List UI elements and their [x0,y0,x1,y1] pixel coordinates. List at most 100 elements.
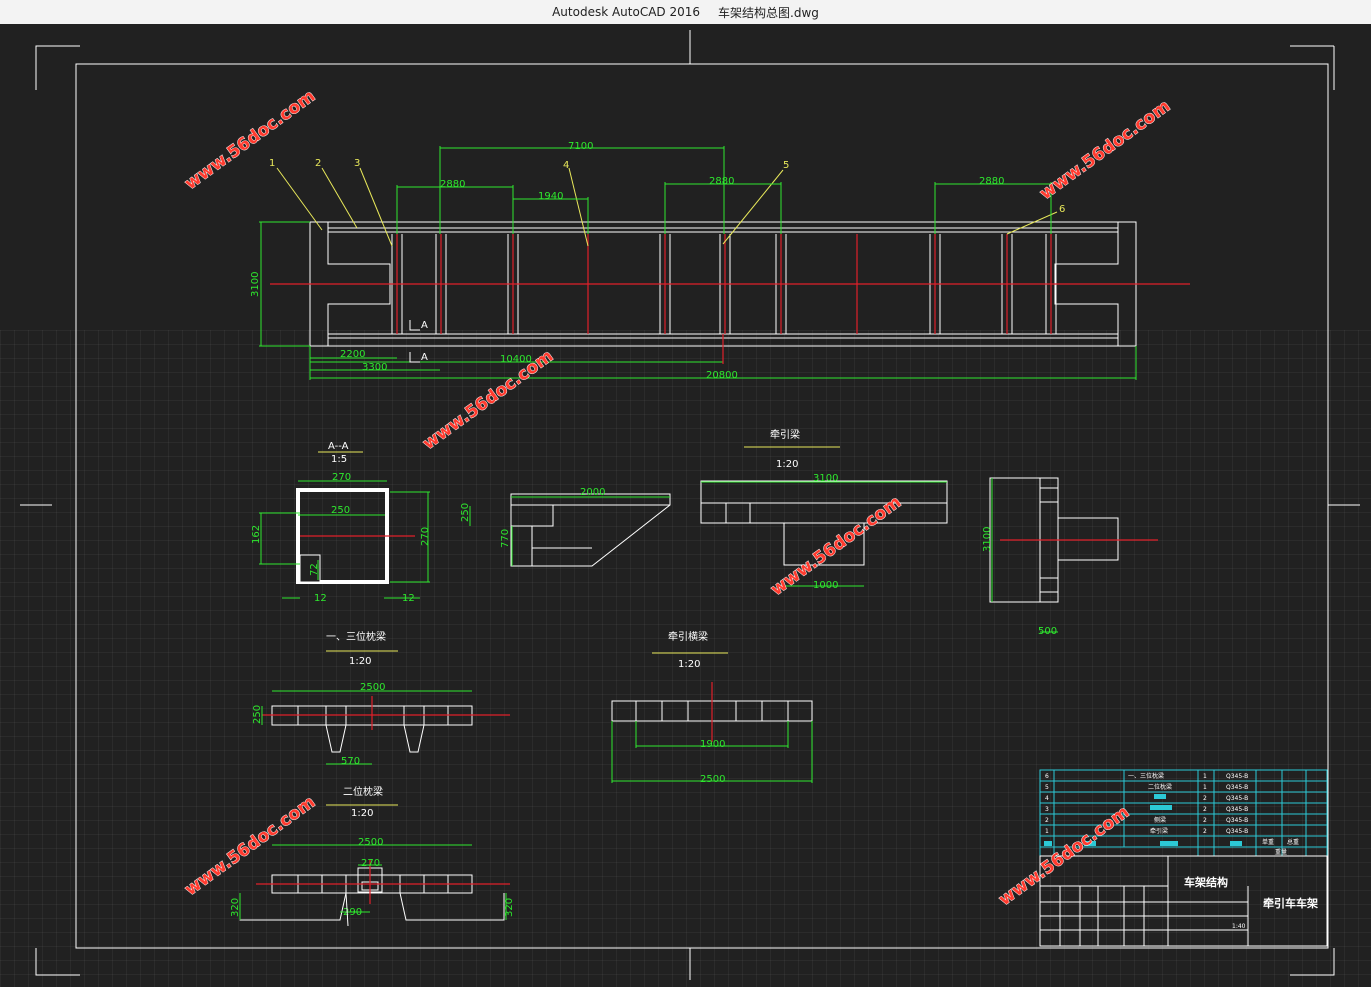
svg-text:320: 320 [230,898,241,917]
callout-6: 6 [1059,204,1065,215]
drawing-canvas[interactable]: 1 2 3 4 5 6 7100 2880 1940 2880 [0,24,1371,987]
dim-2200: 2200 [340,349,365,360]
svg-text:2: 2 [1203,806,1207,813]
svg-text:2500: 2500 [700,774,725,785]
bolster-13-view[interactable]: 一、三位枕梁 1:20 2500 250 570 [252,630,510,767]
svg-text:500: 500 [1038,626,1057,637]
svg-text:1900: 1900 [700,739,725,750]
svg-text:3100: 3100 [982,527,993,552]
watermarks: www.56doc.com www.56doc.com www.56doc.co… [181,86,1175,911]
svg-text:1: 1 [1203,784,1207,791]
section-aa-view[interactable]: A--A 1:5 270 250 270 162 72 12 12 [251,441,431,604]
svg-text:Q345-B: Q345-B [1226,795,1248,802]
dim-10400: 10400 [500,354,532,365]
section-aa-scale: 1:5 [331,454,347,465]
bom-table[interactable]: 6 一、三位枕梁 1 Q345-B 5 二位枕梁 1 Q345-B 4 2 Q3… [1039,769,1328,857]
svg-text:270: 270 [332,472,351,483]
svg-text:Q345-B: Q345-B [1226,817,1248,824]
callout-4: 4 [563,160,569,171]
svg-text:Q345-B: Q345-B [1226,828,1248,835]
svg-text:2500: 2500 [358,837,383,848]
side-beam-view[interactable]: 2000 250 770 [460,487,671,567]
dim-20800: 20800 [706,370,738,381]
svg-text:2000: 2000 [580,487,605,498]
traction-cross-view[interactable]: 牵引横梁 1:20 1900 2500 [611,630,813,785]
svg-text:270: 270 [420,527,431,546]
dim-1940: 1940 [538,191,563,202]
svg-text:1:20: 1:20 [678,659,700,670]
svg-text:侧梁: 侧梁 [1154,816,1166,824]
svg-text:二位枕梁: 二位枕梁 [1148,783,1172,791]
bom-row-6-name: 一、三位枕梁 [1128,772,1164,780]
traction-beam-title: 牵引梁 [770,428,800,441]
dim-3300: 3300 [362,362,387,373]
bom-header-total: 总重 [1287,838,1299,846]
drawing-svg[interactable]: 1 2 3 4 5 6 7100 2880 1940 2880 [0,24,1371,987]
svg-text:12: 12 [314,593,327,604]
title-block[interactable]: 车架结构 牵引车车架 1:40 [1039,855,1328,947]
svg-text:162: 162 [251,525,262,544]
main-plan-view[interactable]: 1 2 3 4 5 6 7100 2880 1940 2880 [250,141,1190,381]
svg-text:290: 290 [343,907,362,918]
svg-text:A: A [421,352,428,363]
svg-text:72: 72 [309,563,320,576]
svg-text:770: 770 [500,529,511,548]
svg-text:Q345-B: Q345-B [1226,806,1248,813]
svg-text:3: 3 [1045,806,1049,813]
svg-text:1: 1 [1045,828,1049,835]
main-dimensions: 7100 2880 1940 2880 2880 3100 2200 1 [250,141,1137,381]
callout-2: 2 [315,158,321,169]
drawing-title: 车架结构 [1184,875,1228,889]
svg-text:1:20: 1:20 [349,656,371,667]
svg-text:1:20: 1:20 [776,459,798,470]
product-name: 牵引车车架 [1263,896,1318,910]
svg-text:1: 1 [1203,773,1207,780]
dim-3100: 3100 [250,272,261,297]
svg-text:2: 2 [1203,828,1207,835]
svg-text:3100: 3100 [813,473,838,484]
svg-text:2: 2 [1203,795,1207,802]
svg-text:2: 2 [1045,817,1049,824]
svg-text:2: 2 [1203,817,1207,824]
dim-2880-right: 2880 [979,176,1004,187]
part-callouts: 1 2 3 4 5 6 [269,158,1065,247]
svg-text:A: A [421,320,428,331]
svg-text:270: 270 [361,858,380,869]
model-grid [0,330,1371,987]
bom-header-weight: 单重 [1262,838,1274,846]
svg-text:牵引梁: 牵引梁 [1150,827,1168,835]
window-titlebar: Autodesk AutoCAD 2016 车架结构总图.dwg [0,0,1371,25]
svg-text:250: 250 [460,503,471,522]
svg-text:5: 5 [1045,784,1049,791]
svg-text:www.56doc.com: www.56doc.com [181,86,319,194]
callout-1: 1 [269,158,275,169]
svg-text:12: 12 [402,593,415,604]
bolster-2-view[interactable]: 二位枕梁 1:20 2500 270 320 290 320 [230,785,515,927]
dim-2880-mid: 2880 [709,176,734,187]
svg-text:4: 4 [1045,795,1049,802]
app-name: Autodesk AutoCAD 2016 [552,5,701,19]
bom-header-mass: 重量 [1275,848,1287,856]
traction-beam-view[interactable]: 牵引梁 1:20 3100 1000 [700,428,948,591]
svg-text:250: 250 [331,505,350,516]
callout-5: 5 [783,160,789,171]
svg-text:1000: 1000 [813,580,838,591]
traction-cross-title: 牵引横梁 [668,630,708,643]
section-aa-title: A--A [328,441,349,452]
file-name: 车架结构总图.dwg [718,5,819,20]
callout-3: 3 [354,158,360,169]
svg-text:Q345-B: Q345-B [1226,773,1248,780]
bom-row-6-no: 6 [1045,773,1049,780]
svg-text:Q345-B: Q345-B [1226,784,1248,791]
svg-text:1:20: 1:20 [351,808,373,819]
end-view[interactable]: 3100 500 [982,477,1158,637]
bolster-2-title: 二位枕梁 [343,785,383,798]
section-mark-a: A A [409,320,428,363]
svg-text:250: 250 [252,705,263,724]
dim-7100: 7100 [568,141,593,152]
svg-text:2500: 2500 [360,682,385,693]
title-scale: 1:40 [1232,923,1246,930]
bolster-13-title: 一、三位枕梁 [326,630,386,643]
svg-text:570: 570 [341,756,360,767]
sheet-frame [20,30,1360,980]
